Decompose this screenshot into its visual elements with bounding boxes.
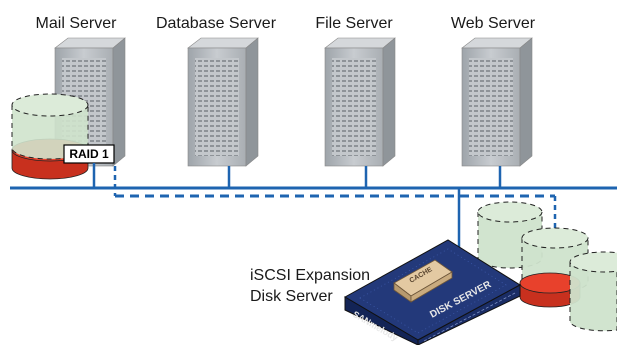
expansion-label-line1: iSCSI Expansion [250, 267, 370, 284]
file-server-icon [324, 37, 396, 167]
raid-label: RAID 1 [69, 147, 109, 161]
server-label-database: Database Server [156, 15, 277, 32]
expansion-label-line2: Disk Server [250, 288, 333, 305]
database-server-icon [187, 37, 259, 167]
server-label-mail: Mail Server [36, 15, 118, 32]
server-label-file: File Server [315, 15, 393, 32]
expansion-red-disk-icon [519, 272, 581, 308]
web-server-icon [461, 37, 533, 167]
cache-module-icon [393, 259, 453, 303]
raid-disk-stack-icon [11, 93, 89, 180]
expansion-disk-icon-3 [569, 251, 617, 332]
disk-server-device-icon [343, 239, 521, 345]
server-label-web: Web Server [451, 15, 536, 32]
raid-label-box [63, 144, 115, 164]
